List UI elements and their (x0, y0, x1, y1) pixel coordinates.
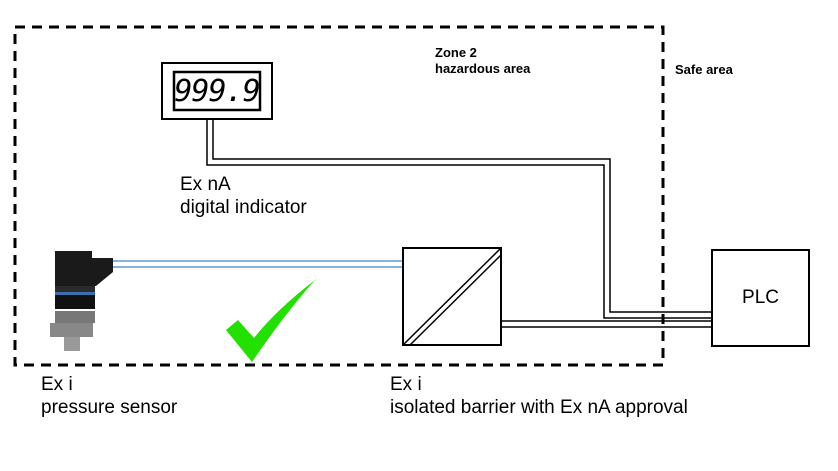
indicator-display-value: 999.9 (174, 73, 260, 109)
zone-label-line1: Zone 2 (435, 45, 477, 60)
checkmark-icon (226, 280, 315, 362)
hazardous-zone-boundary (13, 25, 665, 367)
sensor-cable (113, 260, 403, 268)
isolated-barrier (402, 247, 502, 346)
barrier-label-line1: Ex i (390, 374, 422, 395)
barrier-label-line2: isolated barrier with Ex nA approval (390, 396, 688, 418)
sensor-label: Ex i pressure sensor (41, 374, 177, 420)
sensor-label-line1: Ex i (41, 374, 73, 395)
zone-label: Zone 2 hazardous area (435, 45, 530, 76)
indicator-cable (206, 119, 712, 319)
indicator-label-line1: Ex nA (180, 174, 231, 195)
indicator-label: Ex nA digital indicator (180, 174, 307, 220)
plc-label: PLC (742, 287, 779, 308)
barrier-label: Ex i isolated barrier with Ex nA approva… (390, 374, 688, 420)
plc-box (711, 249, 810, 347)
digital-indicator (161, 62, 273, 120)
barrier-plc-cable (501, 320, 712, 328)
indicator-label-line2: digital indicator (180, 196, 307, 218)
zone-label-line2: hazardous area (435, 60, 531, 76)
sensor-label-line2: pressure sensor (41, 396, 178, 418)
safe-area-label: Safe area (675, 62, 733, 77)
pressure-sensor-icon (50, 251, 113, 351)
